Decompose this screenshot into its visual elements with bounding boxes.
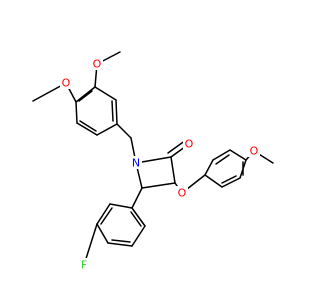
atom-label-o: O xyxy=(185,138,194,151)
atom-o-methoxy-2: O xyxy=(60,76,72,90)
atom-o-methoxy-1: O xyxy=(91,57,103,71)
atom-o-carbonyl: O xyxy=(183,137,195,151)
bond-ring1-f xyxy=(94,86,117,101)
bond-ring2-e xyxy=(221,177,241,188)
bond-ring3-b xyxy=(96,203,111,225)
bond-ring2-dbl-2 xyxy=(221,175,237,184)
bond-ring2-b xyxy=(212,149,231,161)
bond-ring3-d xyxy=(107,242,133,247)
atom-label-layer: O O N O O O F xyxy=(60,57,260,272)
atom-o-ether: O xyxy=(176,186,188,200)
atom-o-methoxy-3: O xyxy=(248,144,260,158)
bond-ring2-c xyxy=(229,149,247,161)
bond-ring3-dbl-2 xyxy=(111,239,131,243)
bond-ring3-dbl-1 xyxy=(100,207,113,225)
bond-azet-3 xyxy=(141,182,176,189)
atom-label-o: O xyxy=(62,77,71,90)
bond-ring2-a xyxy=(204,159,214,176)
bond-ring1-a xyxy=(75,86,96,103)
bond-ring1-e xyxy=(115,99,118,125)
bond-ring1-dbl-1 xyxy=(78,90,93,102)
bond-ring3-c xyxy=(96,223,109,244)
atom-label-o: O xyxy=(93,58,102,71)
bond-azet-2 xyxy=(170,156,176,184)
bond-ring1-c xyxy=(76,122,98,136)
bond-ring2-f xyxy=(204,174,223,188)
bond-ring1-d xyxy=(96,123,118,136)
atom-label-n: N xyxy=(132,157,140,170)
bond-linker-1 xyxy=(116,123,132,139)
atom-label-o: O xyxy=(178,187,187,200)
bond-ring3-a xyxy=(109,203,133,209)
bond-ring2-dbl-1 xyxy=(215,154,230,165)
atom-label-f: F xyxy=(81,259,87,272)
atom-f-fluoro: F xyxy=(78,258,90,272)
bond-ring3-f xyxy=(131,207,146,227)
bond-aryl-attach xyxy=(131,187,143,209)
molecule-structure: O O N O O O F xyxy=(32,51,274,272)
bond-ring1-dbl-2 xyxy=(79,120,97,132)
bond-ring3-dbl-3 xyxy=(130,211,142,227)
atom-label-o: O xyxy=(250,145,259,158)
bond-ring1-b xyxy=(75,101,78,124)
bond-ring3-e xyxy=(131,225,146,247)
bond-ring1-dbl-3 xyxy=(111,100,114,122)
atom-n-azetidinone: N xyxy=(130,156,142,170)
